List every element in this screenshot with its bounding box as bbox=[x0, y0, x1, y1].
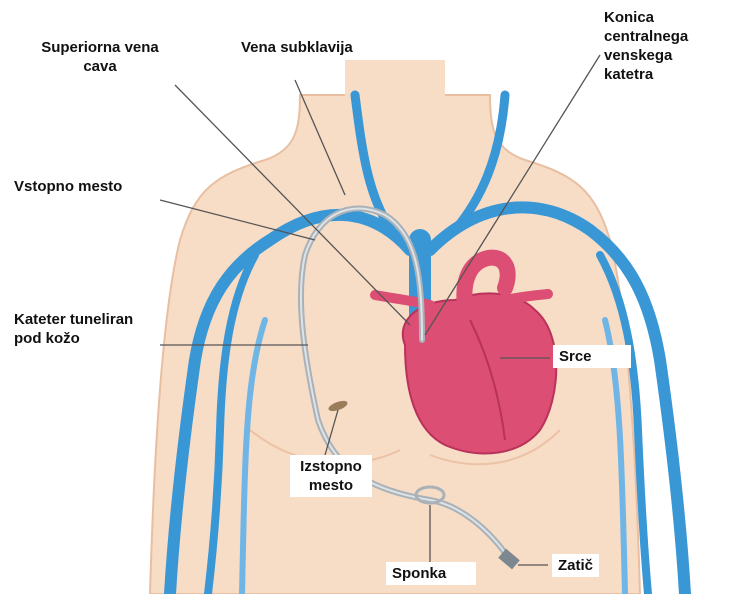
label-svc-line1: Superiorna vena bbox=[25, 38, 175, 57]
label-tip-line4: katetra bbox=[604, 65, 688, 84]
label-tunneled-line1: Kateter tuneliran bbox=[14, 310, 133, 329]
label-svc-line2: cava bbox=[25, 57, 175, 76]
label-heart: Srce bbox=[553, 345, 631, 368]
label-exit-line2: mesto bbox=[296, 476, 366, 495]
label-entry-site: Vstopno mesto bbox=[14, 177, 122, 196]
label-cap: Zatič bbox=[552, 554, 599, 577]
label-tip-line3: venskega bbox=[604, 46, 688, 65]
heart-vessel-right bbox=[505, 294, 548, 300]
label-exit-line1: Izstopno bbox=[296, 457, 366, 476]
label-superior-vena-cava: Superiorna vena cava bbox=[25, 38, 175, 76]
label-tip-line1: Konica bbox=[604, 8, 688, 27]
label-exit-site: Izstopno mesto bbox=[290, 455, 372, 497]
label-subclavian-vein: Vena subklavija bbox=[241, 38, 353, 57]
label-tip-line2: centralnega bbox=[604, 27, 688, 46]
label-clamp: Sponka bbox=[386, 562, 476, 585]
label-tunneled-catheter: Kateter tuneliran pod kožo bbox=[14, 310, 133, 348]
label-tunneled-line2: pod kožo bbox=[14, 329, 133, 348]
heart-body bbox=[403, 293, 556, 453]
label-catheter-tip: Konica centralnega venskega katetra bbox=[604, 8, 688, 84]
